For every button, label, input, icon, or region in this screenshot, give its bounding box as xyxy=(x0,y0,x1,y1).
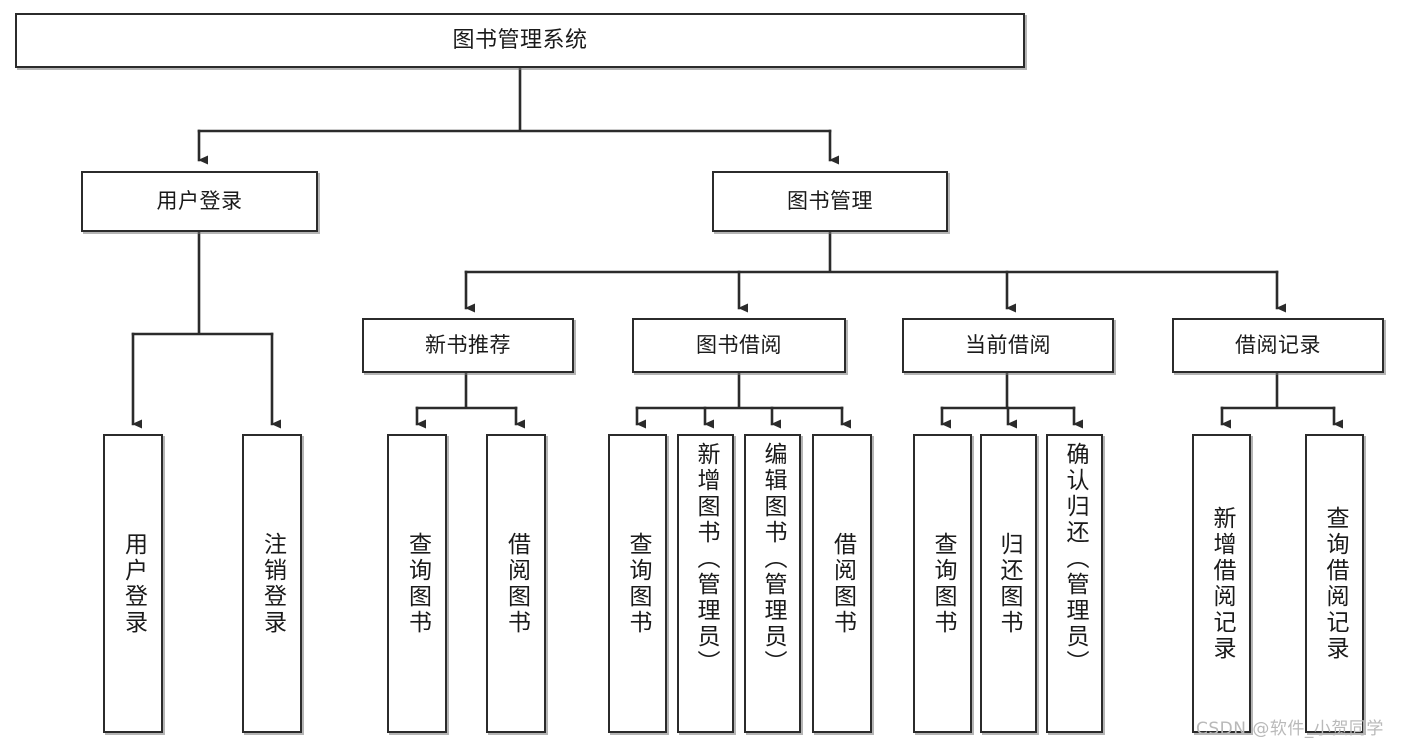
node-root-label: 图书管理系统 xyxy=(452,27,588,53)
leaf-edit-book-label: 编辑图书（管理员） xyxy=(760,442,786,676)
leaf-query-record[interactable]: 查询借阅记录 xyxy=(1305,434,1364,733)
edge-borrowrecord-bus xyxy=(1220,371,1336,410)
leaf-add-book-label: 新增图书（管理员） xyxy=(693,442,719,676)
edge-root-bus xyxy=(197,66,832,133)
node-book-manage-label: 图书管理 xyxy=(787,189,873,214)
node-new-book-rec-label: 新书推荐 xyxy=(425,333,511,358)
leaf-user-login[interactable]: 用户登录 xyxy=(103,434,163,733)
node-root[interactable]: 图书管理系统 xyxy=(15,13,1025,68)
node-borrow-record-label: 借阅记录 xyxy=(1235,333,1321,358)
node-borrow-record[interactable]: 借阅记录 xyxy=(1172,318,1384,373)
leaf-query-book-c[interactable]: 查询图书 xyxy=(913,434,972,733)
node-new-book-rec[interactable]: 新书推荐 xyxy=(362,318,574,373)
leaf-borrow-book-a[interactable]: 借阅图书 xyxy=(486,434,546,733)
leaf-query-book-c-label: 查询图书 xyxy=(930,531,956,636)
leaf-borrow-book-b-label: 借阅图书 xyxy=(829,531,856,636)
leaf-borrow-book-b[interactable]: 借阅图书 xyxy=(812,434,872,733)
leaf-edit-book[interactable]: 编辑图书（管理员） xyxy=(744,434,801,733)
csdn-watermark: CSDN @软件_小贺同学 xyxy=(1196,719,1384,739)
leaf-user-login-label: 用户登录 xyxy=(120,531,147,636)
node-book-borrow-label: 图书借阅 xyxy=(696,333,782,358)
leaf-confirm-return-label: 确认归还（管理员） xyxy=(1062,442,1088,676)
node-current-borrow[interactable]: 当前借阅 xyxy=(902,318,1114,373)
edge-newbookrec-bus xyxy=(415,371,518,410)
edge-bookborrow-bus xyxy=(635,371,844,410)
edge-bookmanage-bus xyxy=(464,230,1279,274)
leaf-add-record-label: 新增借阅记录 xyxy=(1209,505,1235,662)
leaf-query-book-a-label: 查询图书 xyxy=(404,531,431,636)
node-current-borrow-label: 当前借阅 xyxy=(965,333,1051,358)
leaf-query-book-a[interactable]: 查询图书 xyxy=(387,434,447,733)
edge-currentborrow-bus xyxy=(940,371,1076,410)
edge-userlogin-bus xyxy=(131,230,274,336)
leaf-query-record-label: 查询借阅记录 xyxy=(1322,505,1348,662)
leaf-add-record[interactable]: 新增借阅记录 xyxy=(1192,434,1251,733)
node-book-manage[interactable]: 图书管理 xyxy=(712,171,948,232)
leaf-return-book[interactable]: 归还图书 xyxy=(980,434,1037,733)
leaf-borrow-book-a-label: 借阅图书 xyxy=(503,531,530,636)
node-user-login-label: 用户登录 xyxy=(156,189,243,214)
leaf-confirm-return[interactable]: 确认归还（管理员） xyxy=(1046,434,1103,733)
node-book-borrow[interactable]: 图书借阅 xyxy=(632,318,846,373)
leaf-logout[interactable]: 注销登录 xyxy=(242,434,302,733)
leaf-query-book-b-label: 查询图书 xyxy=(625,531,651,636)
leaf-logout-label: 注销登录 xyxy=(259,531,286,636)
leaf-query-book-b[interactable]: 查询图书 xyxy=(608,434,667,733)
node-user-login[interactable]: 用户登录 xyxy=(81,171,318,232)
leaf-return-book-label: 归还图书 xyxy=(996,531,1022,636)
leaf-add-book[interactable]: 新增图书（管理员） xyxy=(677,434,734,733)
